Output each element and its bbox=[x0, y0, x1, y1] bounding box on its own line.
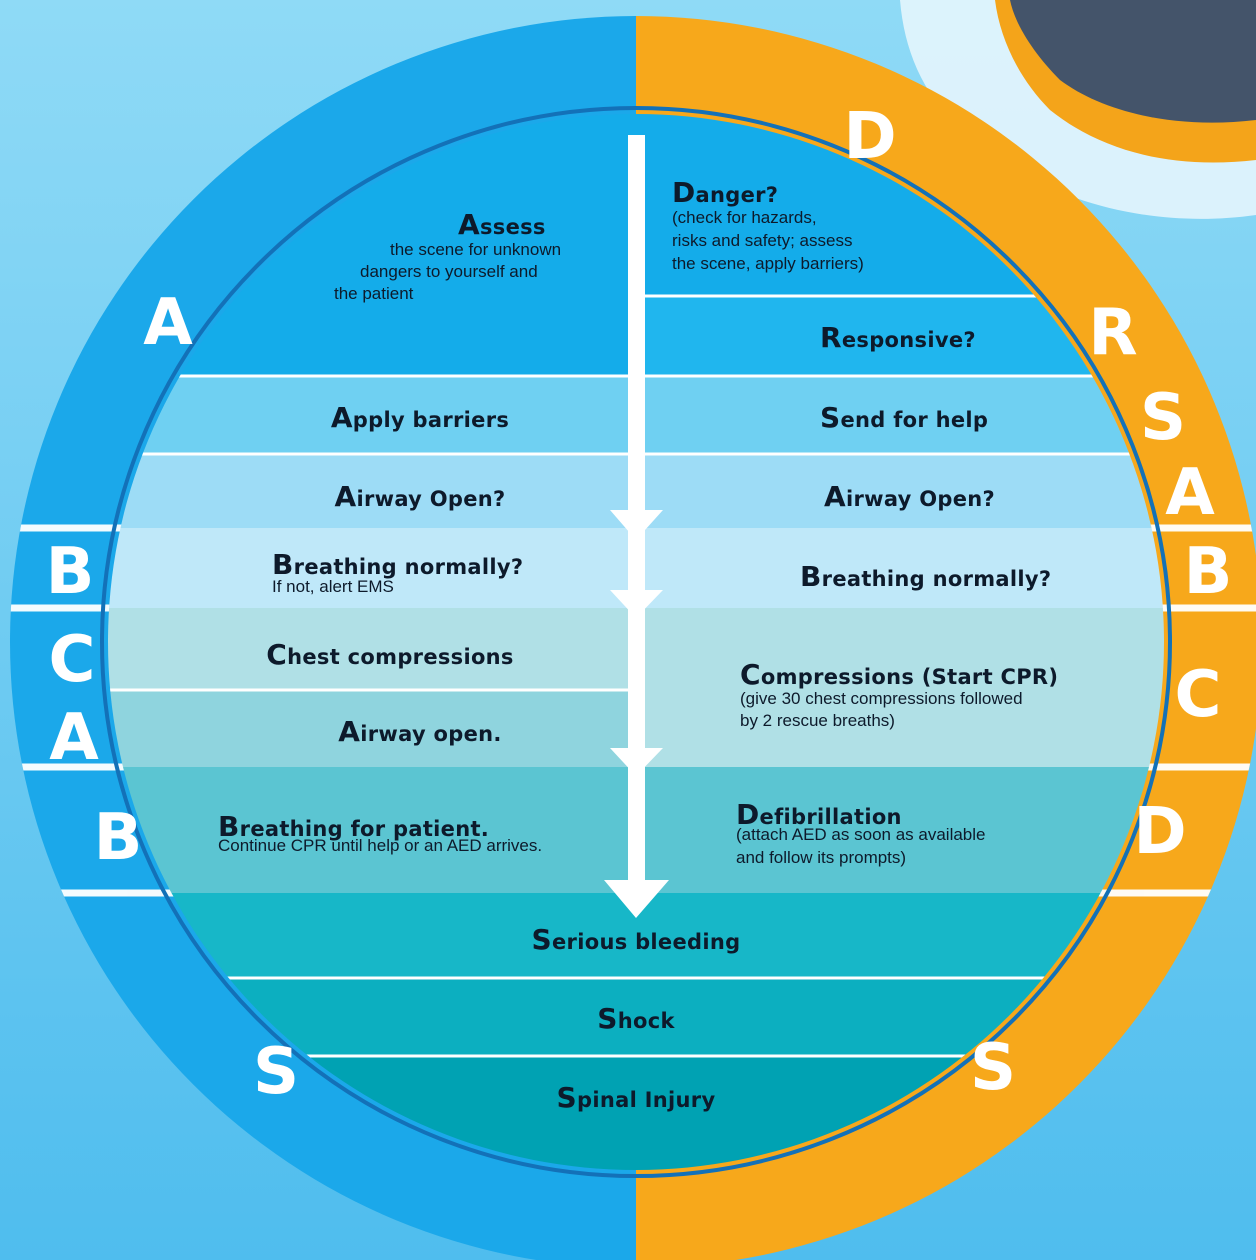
ring-letter-b2: B bbox=[93, 801, 143, 875]
assess-line-1: the scene for unknown bbox=[390, 240, 562, 259]
photo-image bbox=[1010, 0, 1256, 123]
assess-line-3: the patient bbox=[334, 284, 414, 303]
ring-letter-a2: A bbox=[49, 701, 99, 775]
breathing-normally-right-label: Breathing normally? bbox=[800, 560, 1052, 593]
compressions-line-1: (give 30 chest compressions followed bbox=[740, 689, 1023, 708]
ring-letter-d-right: D bbox=[1133, 795, 1187, 869]
inner-rim bbox=[100, 106, 1172, 1178]
ring-letter-a-right: A bbox=[1165, 456, 1215, 530]
breathing-normally-left-heading: Breathing normally? bbox=[272, 548, 524, 581]
ring-letter-s-right: S bbox=[1139, 381, 1187, 455]
band-chest bbox=[108, 608, 636, 690]
airway-open-left-label: Airway Open? bbox=[334, 480, 506, 513]
spinal-injury-label: Spinal Injury bbox=[556, 1081, 716, 1114]
defibrillation-line-2: and follow its prompts) bbox=[736, 848, 907, 867]
defibrillation-line-1: (attach AED as soon as available bbox=[736, 825, 986, 844]
shock-label: Shock bbox=[597, 1002, 675, 1035]
band-compressions bbox=[636, 608, 1164, 767]
send-for-help-label: Send for help bbox=[820, 401, 989, 434]
assess-heading: Assess bbox=[458, 208, 546, 241]
breathing-for-patient-heading: Breathing for patient. bbox=[218, 810, 490, 843]
serious-bleeding-label: Serious bleeding bbox=[531, 923, 741, 956]
danger-line-3: the scene, apply barriers) bbox=[672, 254, 864, 273]
ring-letter-s-right2: S bbox=[969, 1031, 1017, 1105]
ring-letter-b: B bbox=[45, 535, 95, 609]
danger-heading: Danger? bbox=[672, 176, 779, 209]
breathing-for-patient-sub: Continue CPR until help or an AED arrive… bbox=[218, 836, 543, 855]
ring-letter-a: A bbox=[143, 286, 193, 360]
breathing-normally-left-sub: If not, alert EMS bbox=[272, 577, 394, 596]
ring-letter-b-right: B bbox=[1183, 535, 1233, 609]
defibrillation-heading: Defibrillation bbox=[736, 798, 902, 831]
ring-letter-d: D bbox=[843, 100, 897, 174]
assess-line-2: dangers to yourself and bbox=[360, 262, 538, 281]
ring-letter-c: C bbox=[48, 623, 96, 697]
ring-letter-c-right: C bbox=[1174, 658, 1222, 732]
responsive-label: Responsive? bbox=[820, 321, 976, 354]
airway-open-2-label: Airway open. bbox=[338, 715, 502, 748]
danger-line-1: (check for hazards, bbox=[672, 208, 817, 227]
chest-compressions-label: Chest compressions bbox=[266, 638, 514, 671]
airway-open-right-label: Airway Open? bbox=[824, 480, 996, 513]
compressions-heading: Compressions (Start CPR) bbox=[740, 658, 1059, 691]
danger-line-2: risks and safety; assess bbox=[672, 231, 853, 250]
band-airway-open bbox=[108, 690, 636, 767]
center-arrow bbox=[604, 135, 669, 918]
ring-letter-s: S bbox=[252, 1035, 300, 1109]
compressions-line-2: by 2 rescue breaths) bbox=[740, 711, 895, 730]
apply-barriers-label: Apply barriers bbox=[330, 401, 510, 434]
ring-letter-r: R bbox=[1088, 296, 1138, 370]
